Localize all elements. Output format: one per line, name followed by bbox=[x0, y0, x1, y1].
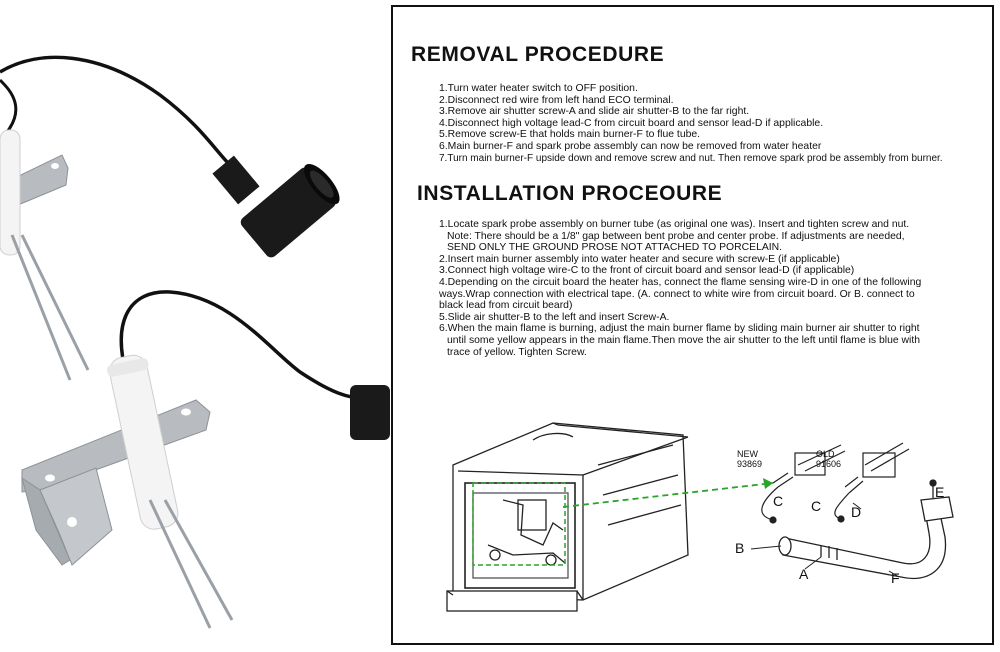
installation-heading: INSTALLATION PROCEOURE bbox=[417, 182, 723, 205]
installation-step: 3.Connect high voltage wire-C to the fro… bbox=[439, 265, 855, 277]
instruction-sheet: REMOVAL PROCEDURE 1.Turn water heater sw… bbox=[391, 5, 994, 645]
removal-step: 1.Turn water heater switch to OFF positi… bbox=[439, 83, 638, 94]
part-label-e: E bbox=[935, 484, 944, 500]
callout-arrow bbox=[562, 482, 774, 508]
highlight-box bbox=[472, 482, 566, 566]
installation-step: Note: There should be a 1/8" gap between… bbox=[447, 230, 905, 242]
installation-step: black lead from circuit beard) bbox=[439, 300, 573, 312]
old-probe-illustration bbox=[834, 442, 910, 523]
burner-diagram: NEW 93869 OLD 91606 C C D E B A F bbox=[446, 422, 954, 612]
removal-step: 5.Remove screw-E that holds main burner-… bbox=[439, 129, 701, 141]
product-photo bbox=[0, 55, 390, 629]
removal-step: 2.Disconnect red wire from left hand ECO… bbox=[439, 94, 674, 106]
part-label-a: A bbox=[799, 566, 809, 582]
installation-step: trace of yellow. Tighten Screw. bbox=[447, 346, 587, 358]
part-label-c: C bbox=[811, 498, 821, 514]
installation-step: 1.Locate spark probe assembly on burner … bbox=[439, 219, 910, 230]
removal-heading: REMOVAL PROCEDURE bbox=[411, 43, 665, 66]
removal-step: 3.Remove air shutter screw-A and slide a… bbox=[439, 106, 750, 118]
installation-step: ways.Wrap connection with electrical tap… bbox=[439, 288, 915, 300]
new-label: NEW bbox=[737, 449, 759, 459]
burner-tube-illustration bbox=[778, 479, 954, 579]
installation-step: 6.When the main flame is burning, adjust… bbox=[439, 323, 920, 335]
installation-step: SEND ONLY THE GROUND PROSE NOT ATTACHED … bbox=[447, 242, 783, 254]
removal-steps: 1.Turn water heater switch to OFF positi… bbox=[439, 83, 984, 164]
installation-step: 4.Depending on the circuit board the hea… bbox=[439, 276, 922, 288]
installation-step: 2.Insert main burner assembly into water… bbox=[439, 253, 840, 265]
part-label-f: F bbox=[891, 570, 900, 586]
water-heater-illustration bbox=[446, 422, 689, 612]
part-label-b: B bbox=[735, 540, 744, 556]
old-label: OLD bbox=[816, 449, 835, 459]
removal-step: 4.Disconnect high voltage lead-C from ci… bbox=[439, 117, 824, 129]
removal-step: 6.Main burner-F and spark probe assembly… bbox=[439, 140, 822, 152]
part-label-d: D bbox=[851, 504, 861, 520]
new-probe-illustration bbox=[761, 444, 846, 524]
upper-spark-probe bbox=[0, 55, 340, 381]
new-part-number: 93869 bbox=[737, 459, 762, 469]
installation-step: until some yellow appears in the main fl… bbox=[447, 334, 921, 346]
lower-spark-probe bbox=[21, 290, 390, 629]
removal-step: 7.Turn main burner-F upside down and rem… bbox=[439, 152, 943, 164]
installation-steps: 1.Locate spark probe assembly on burner … bbox=[439, 219, 984, 358]
old-part-number: 91606 bbox=[816, 459, 841, 469]
installation-step: 5.Slide air shutter-B to the left and in… bbox=[439, 311, 670, 323]
part-label-c: C bbox=[773, 493, 783, 509]
